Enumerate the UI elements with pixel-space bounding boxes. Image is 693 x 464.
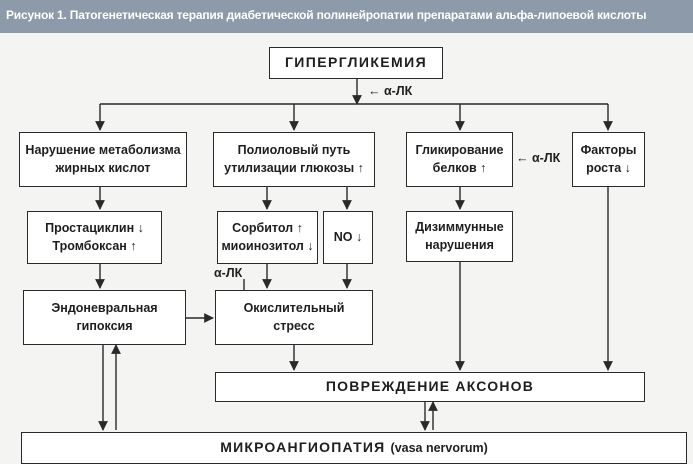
- node-endoneural-line1: Эндоневральная: [51, 301, 158, 315]
- node-hyperglycemia-label: ГИПЕРГЛИКЕМИЯ: [284, 54, 428, 71]
- node-hyperglycemia: ГИПЕРГЛИКЕМИЯ: [269, 47, 443, 79]
- node-protein-glycation: Гликирование белков ↑: [406, 132, 513, 187]
- node-prostacyclin-line2: Тромбоксан ↑: [52, 238, 137, 253]
- node-dysimmune-line1: Дизиммунные: [415, 220, 504, 234]
- node-microangiopathy-plain: (vasa nervorum): [390, 441, 488, 456]
- node-prostacyclin: Простациклин ↓ Тромбоксан ↑: [27, 211, 162, 264]
- node-growth-factors-line2: роста ↓: [586, 160, 631, 175]
- node-fat-metabolism-line2: жирных кислот: [55, 160, 151, 175]
- node-oxidative-line1: Окислительный: [243, 301, 345, 315]
- node-endoneural-line2: гипоксия: [76, 318, 133, 333]
- node-prostacyclin-line1: Простациклин ↓: [45, 221, 144, 235]
- figure-caption: Рисунок 1. Патогенетическая терапия диаб…: [6, 8, 647, 22]
- node-dysimmune: Дизиммунные нарушения: [406, 211, 513, 262]
- node-no-label: NO ↓: [333, 229, 363, 244]
- node-microangiopathy-caps: МИКРОАНГИОПАТИЯ: [220, 439, 386, 456]
- node-oxidative-stress: Окислительный стресс: [215, 290, 373, 345]
- node-dysimmune-line2: нарушения: [425, 237, 494, 252]
- figure-caption-bar: Рисунок 1. Патогенетическая терапия диаб…: [0, 0, 693, 33]
- node-growth-factors: Факторы роста ↓: [572, 132, 645, 187]
- node-microangiopathy: МИКРОАНГИОПАТИЯ (vasa nervorum): [21, 432, 687, 464]
- node-glycation-line1: Гликирование: [415, 143, 504, 157]
- node-no: NO ↓: [323, 211, 373, 264]
- node-sorbitol: Сорбитол ↑ миоинозитол ↓: [217, 211, 318, 264]
- node-axon-damage-label: ПОВРЕЖДЕНИЕ АКСОНОВ: [325, 378, 535, 395]
- node-sorbitol-line2: миоинозитол ↓: [221, 238, 314, 253]
- node-axon-damage: ПОВРЕЖДЕНИЕ АКСОНОВ: [215, 372, 645, 402]
- node-fat-metabolism-line1: Нарушение метаболизма: [25, 143, 181, 157]
- node-glycation-line2: белков ↑: [432, 160, 487, 175]
- ala-label-oxidative: α-ЛК: [214, 266, 243, 280]
- node-fat-metabolism: Нарушение метаболизма жирных кислот: [19, 132, 187, 187]
- ala-label-glycation: ← α-ЛК: [516, 151, 561, 165]
- node-polyol-line1: Полиоловый путь: [237, 143, 351, 157]
- node-oxidative-line2: стресс: [273, 318, 315, 333]
- node-polyol-pathway: Полиоловый путь утилизации глюкозы ↑: [213, 132, 375, 187]
- ala-label-top: ← α-ЛК: [368, 84, 413, 98]
- node-growth-factors-line1: Факторы: [580, 143, 637, 157]
- node-sorbitol-line1: Сорбитол ↑: [232, 221, 303, 235]
- node-polyol-line2: утилизации глюкозы ↑: [224, 160, 364, 175]
- node-endoneural-hypoxia: Эндоневральная гипоксия: [23, 290, 186, 345]
